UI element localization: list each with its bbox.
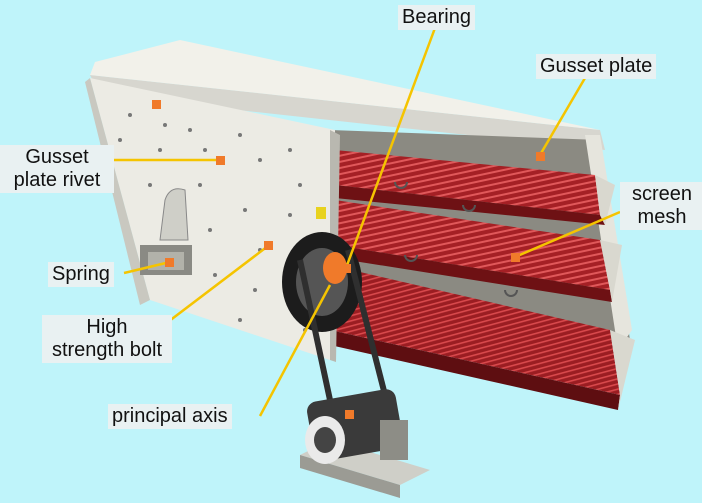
leader-bearing (344, 27, 437, 269)
leader-spring (123, 260, 171, 275)
label-high-strength-bolt-line2: strength bolt (51, 339, 163, 361)
marker-spring (165, 258, 174, 267)
marker-screen-mesh (511, 253, 520, 262)
label-bearing-text: Bearing (402, 6, 471, 28)
drive-belt (297, 249, 388, 401)
marker-bearing (342, 264, 351, 273)
marker-gusset-plate (536, 152, 545, 161)
label-gusset-plate-rivet-line1: Gusset (25, 146, 89, 168)
label-bearing: Bearing (398, 5, 475, 30)
motor (300, 389, 430, 498)
screen-decks (330, 150, 635, 410)
label-high-strength-bolt: High strength bolt (42, 315, 172, 363)
leader-principal-axis (258, 284, 332, 417)
label-gusset-plate: Gusset plate (536, 54, 657, 79)
label-spring: Spring (48, 262, 114, 287)
label-principal-axis: principal axis (108, 404, 232, 429)
leader-lines (108, 27, 621, 417)
marker-top-plate (152, 100, 161, 109)
label-screen-mesh-line2: mesh (637, 206, 687, 228)
deck-hooks (394, 181, 518, 297)
label-screen-mesh-line1: screen (631, 183, 693, 205)
label-screen-mesh: screen mesh (620, 182, 702, 230)
label-spring-text: Spring (52, 263, 110, 285)
label-high-strength-bolt-line1: High (86, 316, 128, 338)
label-gusset-plate-rivet-line2: plate rivet (13, 169, 101, 191)
marker-high-strength-bolt (264, 241, 273, 250)
label-principal-axis-text: principal axis (112, 405, 228, 427)
marker-motor (345, 410, 354, 419)
leader-high-strength-bolt (159, 245, 269, 329)
label-gusset-plate-rivet: Gusset plate rivet (0, 145, 114, 193)
leader-gusset-plate (538, 77, 587, 156)
marker-gusset-plate-rivet (216, 156, 225, 165)
bearing-wheel (282, 232, 362, 332)
leader-screen-mesh (514, 210, 621, 259)
part-markers (152, 100, 545, 419)
label-gusset-plate-text: Gusset plate (540, 55, 653, 77)
